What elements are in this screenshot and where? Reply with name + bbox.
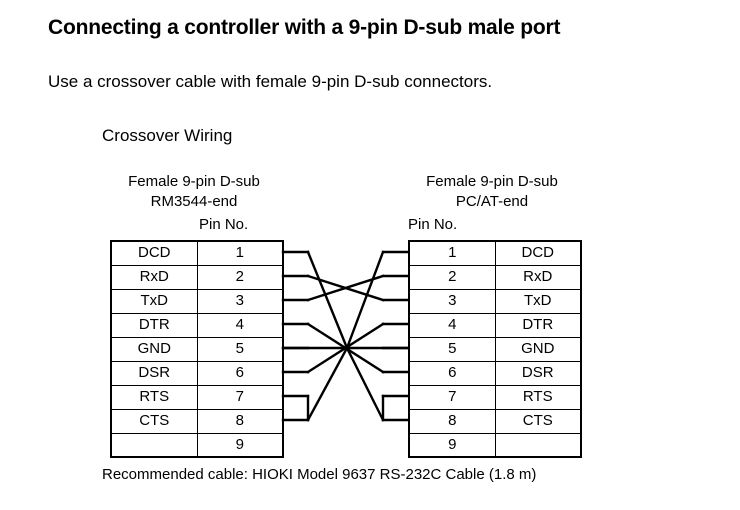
table-row: GND 5 [110, 336, 284, 362]
left-pin-cell: 3 [196, 288, 284, 314]
table-row: DTR 4 [110, 312, 284, 338]
right-connector-caption-line1: Female 9-pin D-sub [426, 173, 558, 190]
left-pin-cell: 2 [196, 264, 284, 290]
table-row: RxD 2 [110, 264, 284, 290]
wire-left-1-to-node [306, 250, 349, 350]
left-pin-cell: 8 [196, 408, 284, 434]
section-heading: Crossover Wiring [102, 126, 233, 145]
wire-left-4-to-right-6 [306, 322, 385, 374]
page-subtitle: Use a crossover cable with female 9-pin … [48, 72, 493, 91]
right-pin-cell: 8 [408, 408, 496, 434]
right-signal-cell: DSR [494, 360, 582, 386]
table-row: 5 GND [408, 336, 582, 362]
right-connector-caption: Female 9-pin D-sub PC/AT-end [402, 172, 582, 212]
right-pin-cell: 5 [408, 336, 496, 362]
left-signal-cell: DSR [110, 360, 198, 386]
left-connector-caption: Female 9-pin D-sub RM3544-end [104, 172, 284, 212]
left-pin-cell: 5 [196, 336, 284, 362]
left-signal-cell: DTR [110, 312, 198, 338]
table-row: CTS 8 [110, 408, 284, 434]
right-pin-no-label: Pin No. [408, 216, 458, 233]
right-signal-cell: TxD [494, 288, 582, 314]
wire-left-2-to-right-3 [306, 274, 385, 302]
left-connector-caption-line2: RM3544-end [150, 193, 238, 210]
table-row: 9 [110, 432, 284, 458]
left-pin-cell: 9 [196, 432, 284, 458]
recommended-cable-note: Recommended cable: HIOKI Model 9637 RS-2… [102, 466, 537, 483]
left-pin-no-label: Pin No. [199, 216, 249, 233]
table-row: 7 RTS [408, 384, 582, 410]
right-pin-cell: 2 [408, 264, 496, 290]
wire-left-8-to-node [306, 346, 349, 422]
wire-node-to-right-8 [345, 346, 385, 422]
right-pin-cell: 7 [408, 384, 496, 410]
left-connector-table: DCD 1 RxD 2 TxD 3 DTR 4 GND 5 DSR 6 [110, 240, 284, 458]
table-row: 3 TxD [408, 288, 582, 314]
left-signal-cell: CTS [110, 408, 198, 434]
left-signal-cell: GND [110, 336, 198, 362]
table-row: DCD 1 [110, 240, 284, 266]
table-row: 2 RxD [408, 264, 582, 290]
right-pin-cell: 3 [408, 288, 496, 314]
table-row: 8 CTS [408, 408, 582, 434]
left-pin-cell: 6 [196, 360, 284, 386]
right-pin-cell: 9 [408, 432, 496, 458]
left-signal-cell: DCD [110, 240, 198, 266]
left-pin-cell: 7 [196, 384, 284, 410]
right-connector-caption-line2: PC/AT-end [455, 193, 529, 210]
wire-node-to-right-1 [345, 250, 385, 350]
table-row: DSR 6 [110, 360, 284, 386]
left-pin-cell: 4 [196, 312, 284, 338]
right-pin-cell: 1 [408, 240, 496, 266]
left-connector-caption-line1: Female 9-pin D-sub [128, 173, 260, 190]
table-row: 4 DTR [408, 312, 582, 338]
left-signal-cell: TxD [110, 288, 198, 314]
right-signal-cell: RxD [494, 264, 582, 290]
wire-left-6-to-right-4 [306, 322, 385, 374]
right-signal-cell: RTS [494, 384, 582, 410]
left-signal-cell: RxD [110, 264, 198, 290]
right-signal-cell: DCD [494, 240, 582, 266]
left-signal-cell [110, 432, 198, 458]
left-signal-cell: RTS [110, 384, 198, 410]
table-row: 6 DSR [408, 360, 582, 386]
table-row: 9 [408, 432, 582, 458]
right-signal-cell: CTS [494, 408, 582, 434]
right-signal-cell: DTR [494, 312, 582, 338]
wire-left-3-to-right-2 [306, 274, 385, 302]
left-pin-cell: 1 [196, 240, 284, 266]
right-pin-cell: 4 [408, 312, 496, 338]
right-signal-cell: GND [494, 336, 582, 362]
table-row: TxD 3 [110, 288, 284, 314]
page-title: Connecting a controller with a 9-pin D-s… [48, 16, 561, 39]
table-row: RTS 7 [110, 384, 284, 410]
right-connector-table: 1 DCD 2 RxD 3 TxD 4 DTR 5 GND 6 DSR [408, 240, 582, 458]
table-row: 1 DCD [408, 240, 582, 266]
right-pin-cell: 6 [408, 360, 496, 386]
right-signal-cell [494, 432, 582, 458]
